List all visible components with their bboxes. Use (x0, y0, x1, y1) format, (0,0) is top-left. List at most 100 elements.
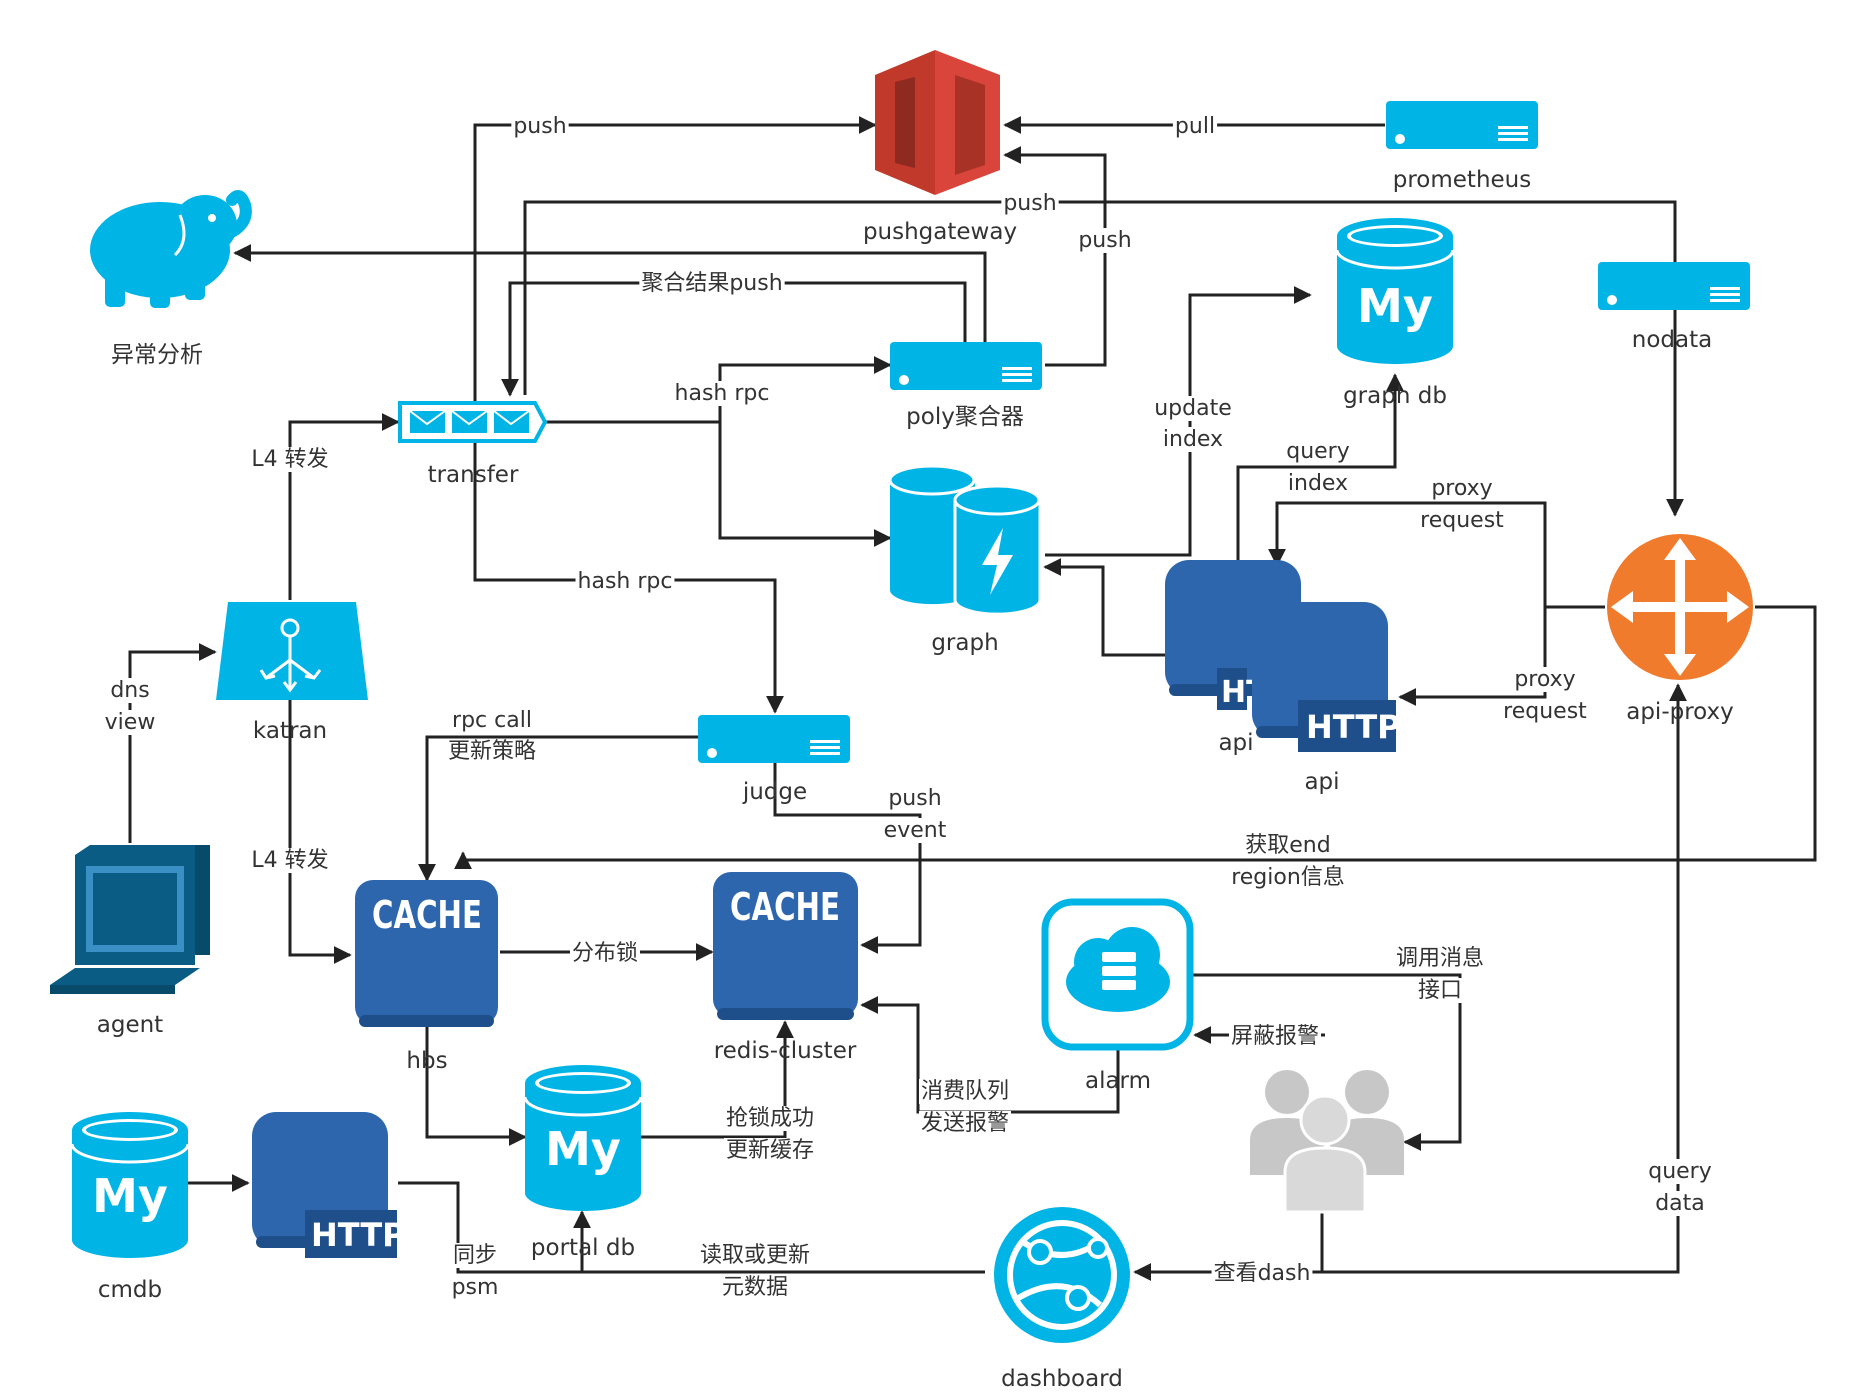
hadoop-node[interactable]: 异常分析 (90, 190, 252, 368)
node-label: agent (97, 1012, 163, 1038)
edge-label-background (1152, 396, 1234, 421)
judge-node[interactable]: judge (698, 715, 850, 805)
node-label: transfer (428, 462, 519, 488)
dashboard-node[interactable]: dashboard (994, 1207, 1130, 1392)
database-cache-icon (888, 464, 1042, 616)
node-label: api-proxy (1626, 699, 1734, 725)
edges (128, 116, 1817, 1281)
nodata-node[interactable]: nodata (1598, 262, 1750, 353)
message-queue-icon (398, 401, 548, 443)
node-label: dashboard (1001, 1366, 1123, 1392)
node-label: pushgateway (863, 219, 1017, 245)
edge-label-call-msg-1: 调用消息 (1396, 946, 1484, 971)
edge-label-push-event-2: event (884, 818, 947, 843)
edge-label-background (697, 1243, 813, 1268)
server-icon (1598, 262, 1750, 310)
node-label: katran (253, 718, 327, 744)
node-label: api (1218, 730, 1253, 756)
edge-katran-transfer (288, 413, 400, 600)
edge-label-background (1001, 191, 1059, 216)
edge-label-background (886, 786, 944, 811)
svg-text:My: My (545, 1122, 621, 1176)
pushgateway-node[interactable]: pushgateway (863, 50, 1017, 245)
redis-cluster-node[interactable]: CACHE redis-cluster (713, 872, 858, 1064)
edge-portaldb-redis (640, 1020, 794, 1139)
edge-hbs-portaldb (425, 1025, 527, 1146)
edge-label-background (1211, 1261, 1313, 1286)
edge-label-background (449, 1275, 501, 1300)
edge-label-proxy-request-1b: request (1420, 508, 1504, 533)
router-icon (1607, 534, 1753, 680)
api-proxy-node[interactable]: api-proxy (1607, 534, 1753, 725)
cloud-server-icon (1041, 898, 1194, 1051)
edge-label-update-index-2: index (1163, 427, 1223, 452)
edge-proxy-api-2 (1398, 607, 1547, 706)
computer-icon (50, 845, 210, 994)
edge-label-background (1229, 865, 1347, 890)
edge-label-sync-psm-1: 同步 (453, 1243, 497, 1268)
edge-label-update-index-1: update (1154, 396, 1232, 421)
node-label: poly聚合器 (906, 404, 1024, 430)
edge-label-sync-psm-2: psm (452, 1275, 499, 1300)
edge-alarm-redis (860, 996, 1120, 1114)
node-label: cmdb (98, 1277, 162, 1303)
edge-label-background (569, 941, 641, 966)
globe-network-icon (994, 1207, 1130, 1343)
edge-label-background (1393, 946, 1487, 971)
graph-node[interactable]: graph (888, 464, 1042, 656)
edge-label-background (881, 818, 949, 843)
edge-transfer-judge (473, 410, 784, 714)
cmdb-node[interactable]: My cmdb (70, 1110, 190, 1303)
edge-transfer-graph (718, 422, 892, 547)
edge-label-read-update-2: 元数据 (722, 1275, 788, 1300)
edge-label-background (1512, 667, 1578, 692)
aws-redshift-icon (875, 50, 1000, 195)
server-icon (890, 342, 1042, 390)
cmdb-http-node[interactable]: HTTP (252, 1112, 406, 1258)
users-icon (1250, 1070, 1404, 1214)
http-server-icon: HTTP (1252, 602, 1401, 752)
edge-http-portaldb (398, 1181, 591, 1274)
edge-label-rpc-call-1: rpc call (452, 708, 532, 733)
graph-db-node[interactable]: My graph db (1335, 216, 1455, 409)
edge-label-background (719, 1275, 791, 1300)
node-label: portal db (531, 1235, 635, 1261)
hbs-node[interactable]: CACHE hbs (355, 880, 498, 1074)
edge-label-background (1160, 427, 1226, 452)
edge-labels: push pull push push 聚合结果push hash rpc ha… (102, 114, 1714, 1300)
edge-label-lock-success-1: 抢锁成功 (726, 1106, 814, 1131)
node-label: nodata (1632, 327, 1712, 353)
edge-label-background (1415, 978, 1465, 1003)
edge-label-background (723, 1138, 817, 1163)
node-label: hbs (406, 1048, 447, 1074)
katran-node[interactable]: katran (216, 602, 368, 744)
edge-label-rpc-call-2: 更新策略 (448, 739, 536, 764)
edge-api-graphdb-update (1045, 286, 1312, 557)
edge-label-push-event-1: push (888, 786, 941, 811)
edge-query-proxy (1322, 683, 1687, 1274)
api-node-2[interactable]: HTTP api (1252, 602, 1401, 795)
poly-node[interactable]: poly聚合器 (890, 342, 1042, 430)
agent-node[interactable]: agent (50, 845, 210, 1038)
edge-poly-pushgateway (1003, 146, 1107, 367)
mysql-icon: My (523, 1063, 643, 1213)
prometheus-node[interactable]: prometheus (1386, 101, 1538, 193)
alarm-node[interactable]: alarm (1041, 898, 1194, 1094)
edge-poly-hadoop (233, 244, 987, 345)
transfer-node[interactable]: transfer (398, 401, 548, 488)
edge-label-proxy-request-2b: request (1503, 699, 1587, 724)
edge-label-dist-lock: 分布锁 (572, 941, 638, 966)
edge-label-background (918, 1111, 1012, 1136)
edge-judge-redis (773, 762, 922, 954)
http-server-icon: HTTP (252, 1112, 406, 1258)
portal-db-node[interactable]: My portal db (523, 1063, 643, 1261)
users-node[interactable] (1250, 1070, 1404, 1214)
load-balancer-icon (216, 602, 368, 700)
edge-proxy-api-1 (1268, 501, 1605, 609)
edge-label-query-data-2: data (1655, 1191, 1705, 1216)
edge-label-background (1284, 439, 1352, 464)
edge-label-background (108, 678, 152, 703)
edge-proxy-hbs (454, 605, 1817, 870)
